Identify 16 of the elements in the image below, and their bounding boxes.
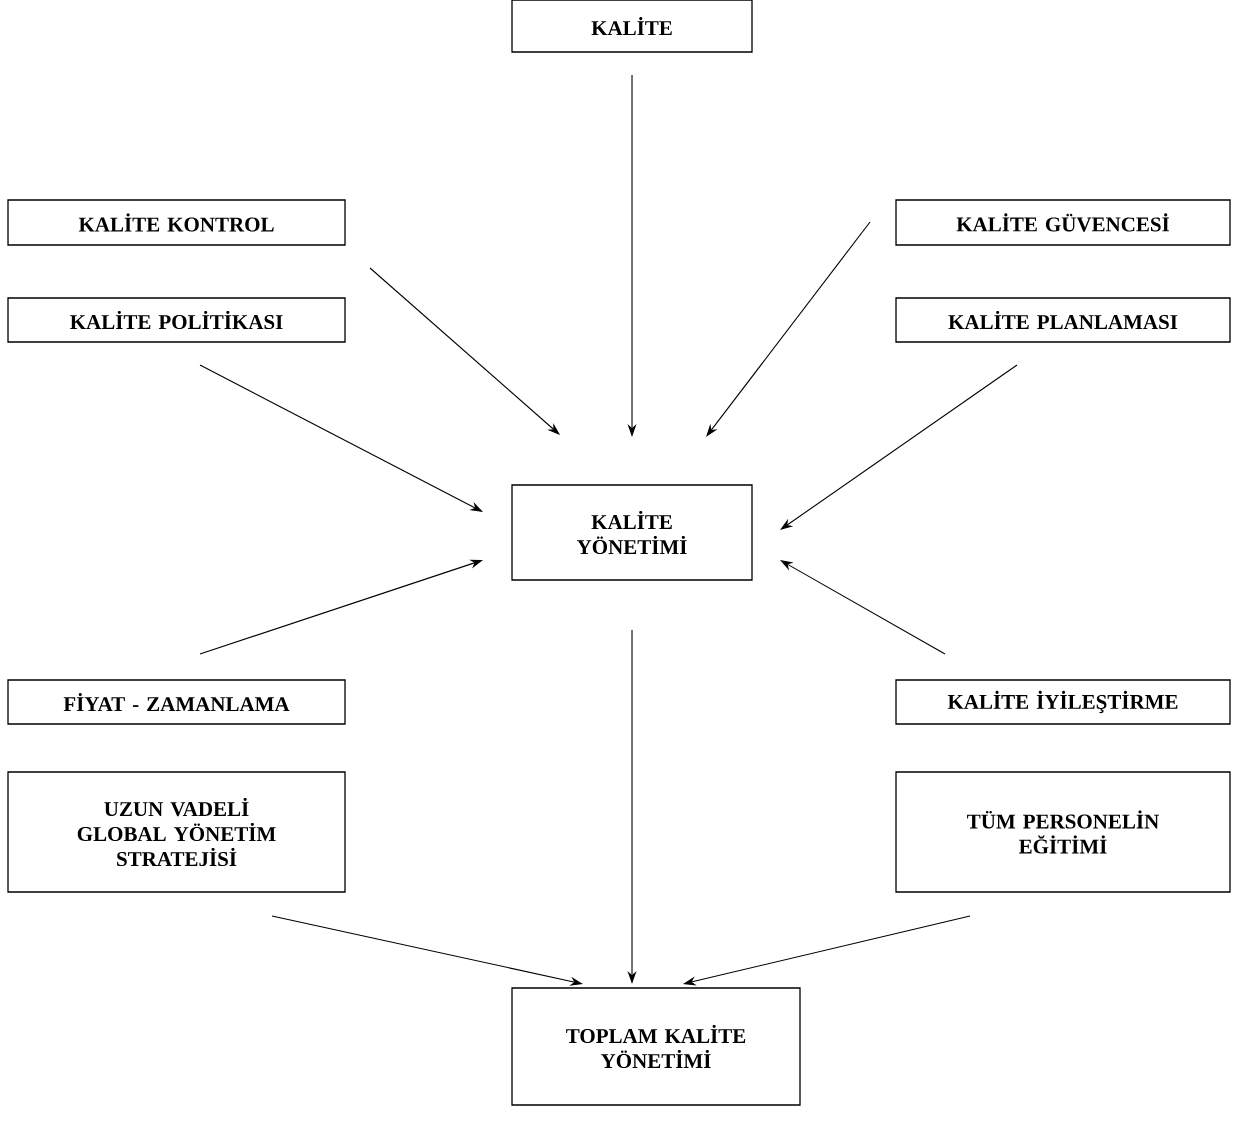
text-box: FİYAT - ZAMANLAMA	[7, 679, 346, 725]
arrow	[199, 364, 483, 512]
text-box: TÜM PERSONELİN EĞİTİMİ	[895, 771, 1231, 893]
text-box: KALİTE GÜVENCESİ	[895, 199, 1231, 246]
text-box: KALİTE KONTROL	[7, 199, 346, 246]
arrow	[369, 267, 560, 435]
text-box: UZUN VADELİ GLOBAL YÖNETİM STRATEJİSİ	[7, 771, 346, 893]
text-box: KALİTE İYİLEŞTİRME	[895, 679, 1231, 725]
arrow	[706, 221, 871, 437]
text-box: KALİTE POLİTİKASI	[7, 297, 346, 343]
text-box: KALİTE	[511, 0, 753, 53]
text-box: TOPLAM KALİTE YÖNETİMİ	[511, 987, 801, 1106]
text-box: KALİTE PLANLAMASI	[895, 297, 1231, 343]
arrow	[780, 560, 946, 655]
arrow	[780, 364, 1018, 530]
text-box: KALİTE YÖNETİMİ	[511, 484, 753, 581]
